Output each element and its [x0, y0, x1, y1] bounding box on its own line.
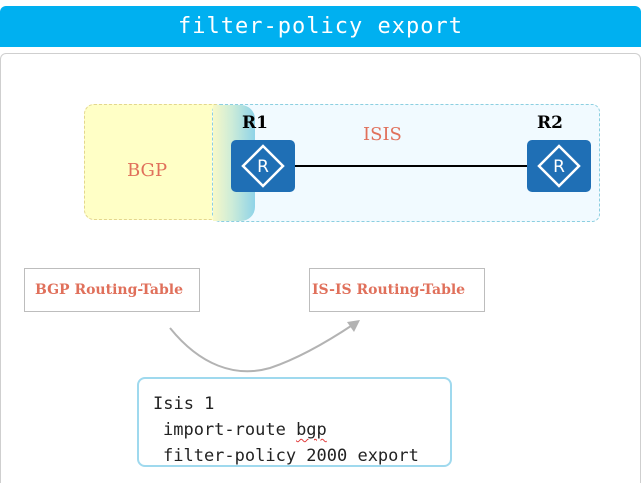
config-box: Isis 1 import-route bgp filter-policy 20… [137, 377, 452, 467]
content-frame [0, 53, 641, 483]
bgp-routing-table-label: BGP Routing-Table [35, 282, 184, 298]
page-title: filter-policy export [178, 14, 463, 39]
config-line-import: import-route bgp [153, 417, 450, 443]
router-r1-name: R1 [242, 113, 268, 133]
svg-text:R: R [553, 157, 565, 177]
config-import-prefix: import-route [163, 420, 297, 440]
isis-zone-label: ISIS [363, 124, 402, 145]
isis-routing-table-box: IS-IS Routing-Table [309, 268, 485, 312]
config-line-filter: filter-policy 2000 export [163, 446, 419, 466]
r1-r2-link [295, 165, 528, 167]
router-r2: R [527, 140, 591, 192]
title-bar: filter-policy export [0, 6, 641, 47]
router-icon: R [537, 144, 581, 188]
bgp-routing-table-box: BGP Routing-Table [24, 268, 200, 312]
router-r1: R [231, 140, 295, 192]
bgp-zone-label: BGP [127, 160, 168, 181]
router-r2-name: R2 [537, 113, 563, 133]
config-import-keyword: bgp [296, 420, 327, 440]
svg-text:R: R [257, 157, 269, 177]
config-line-isis: Isis 1 [153, 394, 215, 414]
isis-routing-table-label: IS-IS Routing-Table [312, 282, 466, 298]
router-icon: R [241, 144, 285, 188]
